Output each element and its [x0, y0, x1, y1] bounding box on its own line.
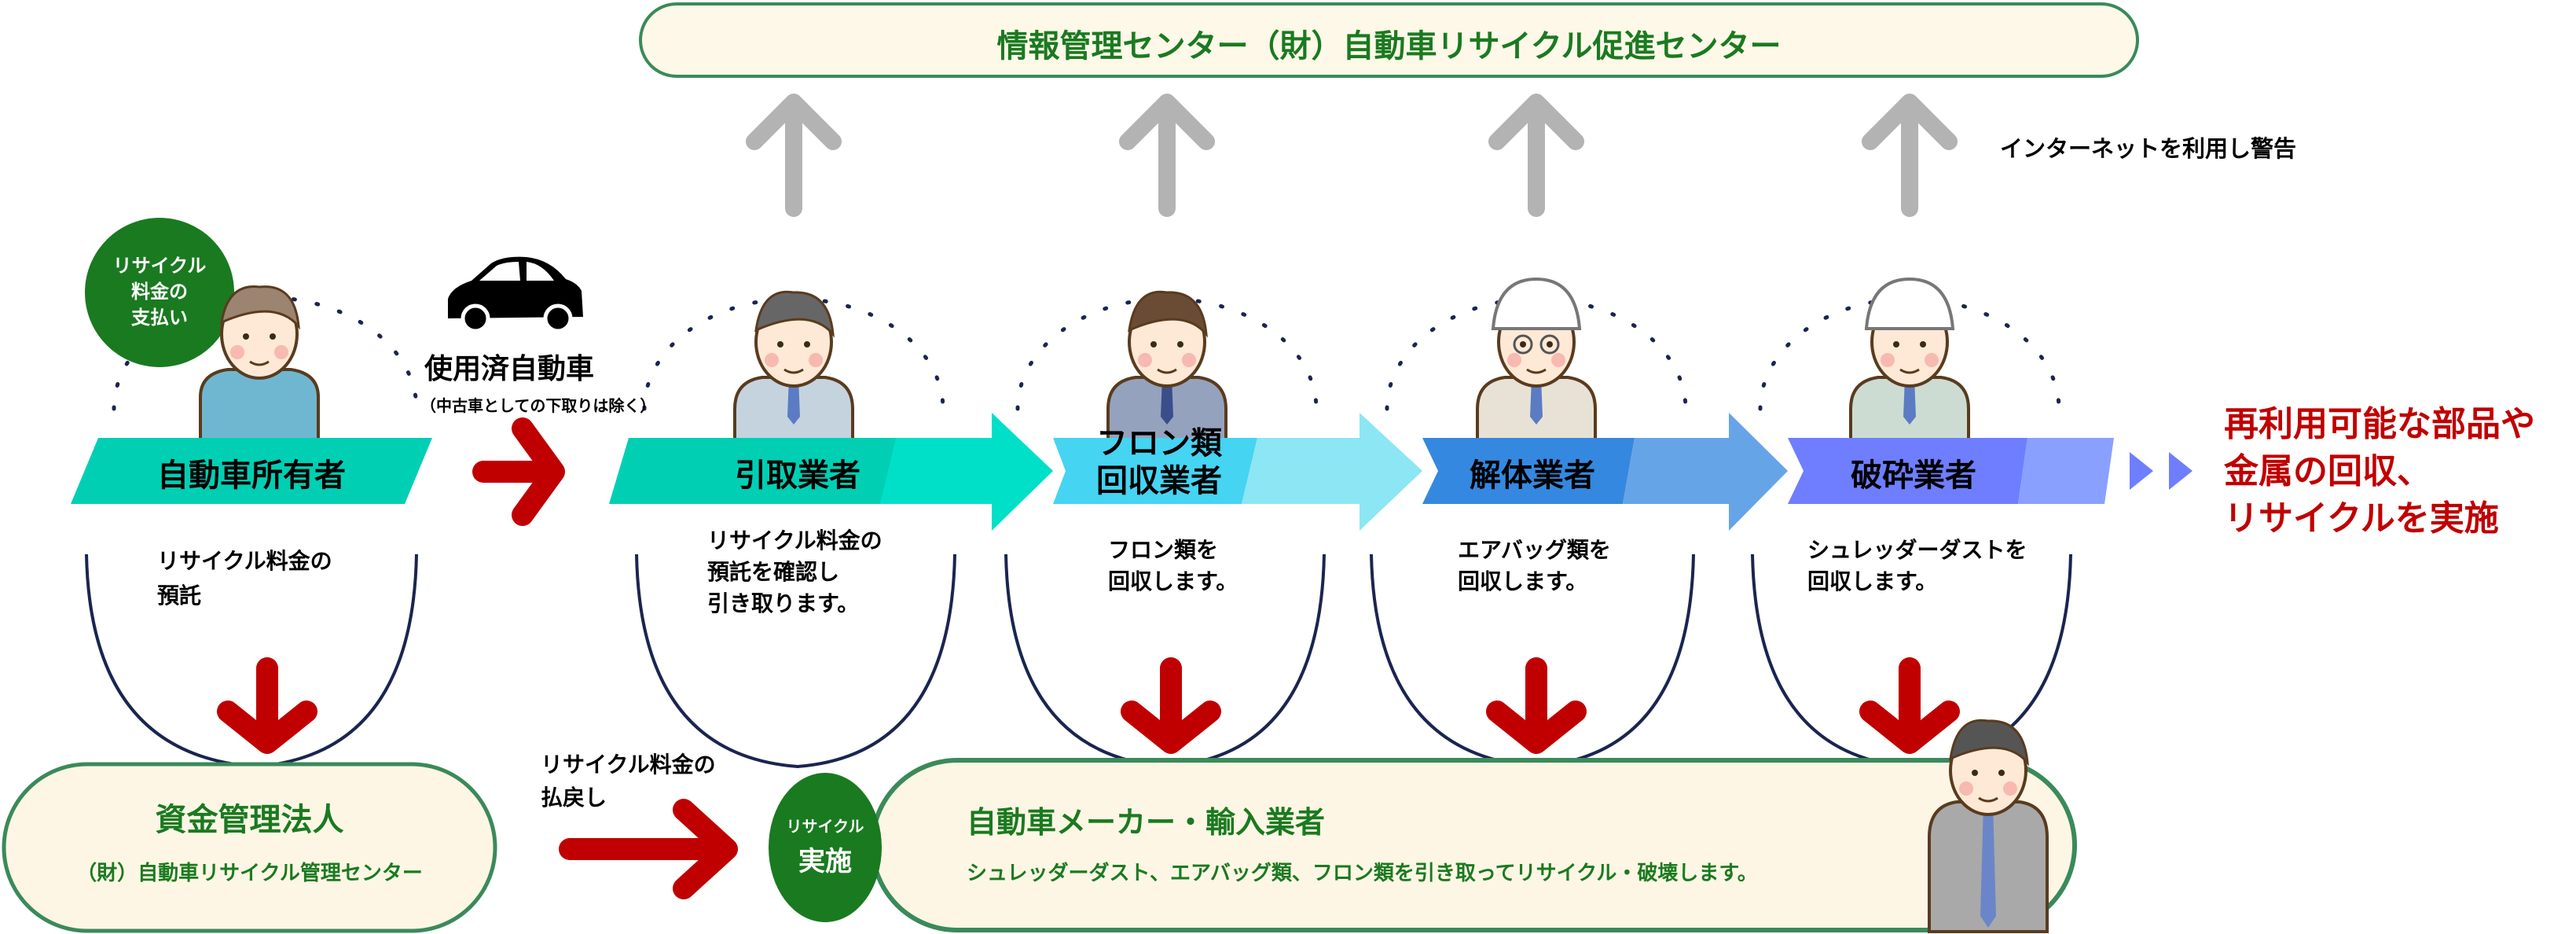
info-center-label: 情報管理センター（財）自動車リサイクル促進センター — [996, 28, 1782, 64]
dotted-arc — [642, 296, 945, 411]
band-tail — [2018, 438, 2114, 504]
step-label-dismantler: 解体業者 — [1470, 458, 1595, 494]
implement-badge — [769, 773, 882, 922]
dotted-arc — [1758, 296, 2061, 411]
desc-line: シュレッダーダストを — [1807, 537, 2027, 563]
badge-line: 料金の — [131, 281, 188, 303]
step-label-freon: フロン類 回収業者 — [1096, 425, 1222, 500]
collector-desc: リサイクル料金の 預託を確認し 引き取ります。 — [707, 525, 883, 620]
fund-manager-subtitle: （財）自動車リサイクル管理センター — [76, 862, 423, 885]
down-arrow-icon — [1121, 657, 1221, 754]
maker-desc: シュレッダーダスト、エアバッグ類、フロン類を引き取ってリサイクル・破壊します。 — [967, 862, 1758, 885]
info-center-box — [639, 2, 2139, 78]
freon-desc: フロン類を 回収します。 — [1108, 535, 1238, 598]
shredder-band — [1788, 438, 2027, 504]
up-arrow-icon — [1119, 94, 1215, 217]
dotted-arc — [1015, 296, 1319, 411]
down-arrow-icon — [1859, 657, 1960, 754]
desc-line: リサイクル料金の — [707, 528, 883, 553]
result-text: 再利用可能な部品や 金属の回収、 リサイクルを実施 — [2224, 401, 2535, 542]
desc-line: 回収します。 — [1458, 568, 1588, 594]
payment-badge — [85, 218, 234, 367]
collector-worker-icon — [733, 290, 854, 450]
desc-line: 引き取ります。 — [707, 590, 860, 616]
badge-line: 支払い — [131, 307, 188, 329]
car-owner-person-icon — [199, 285, 320, 442]
badge-line: リサイクル — [112, 255, 207, 277]
freon-worker-icon — [1106, 290, 1227, 450]
up-arrow-icon — [1862, 94, 1958, 217]
internet-note: インターネットを利用し警告 — [2000, 135, 2297, 162]
used-car-label: 使用済自動車 — [424, 353, 595, 385]
shredder-worker-icon — [1849, 277, 1970, 450]
label-line: 回収業者 — [1096, 463, 1222, 499]
description-bowl — [635, 553, 956, 769]
desc-line: 回収します。 — [1108, 568, 1238, 594]
refund-line: リサイクル料金の — [541, 752, 716, 778]
down-arrow-icon — [217, 657, 317, 754]
triangle-icon — [2169, 452, 2193, 490]
payment-badge-text: リサイクル 料金の 支払い — [85, 253, 234, 331]
triangle-icon — [2130, 452, 2153, 490]
desc-line: フロン類を — [1108, 537, 1219, 563]
result-line: リサイクルを実施 — [2224, 498, 2499, 539]
fund-manager-box — [2, 762, 497, 933]
car-icon — [448, 256, 583, 333]
desc-line: エアバッグ類を — [1458, 537, 1611, 563]
up-arrow-icon — [746, 94, 842, 217]
fund-manager-title: 資金管理法人 — [155, 802, 344, 838]
refund-label: リサイクル料金の 払戻し — [541, 748, 716, 814]
desc-line: 預託を確認し — [707, 559, 840, 585]
maker-box — [870, 758, 2077, 932]
step-label-collector: 引取業者 — [735, 458, 861, 494]
used-car-note: （中古車としての下取りは除く） — [420, 396, 656, 415]
dotted-arc — [1385, 296, 1688, 411]
label-line: フロン類 — [1096, 425, 1222, 461]
shredder-desc: シュレッダーダストを 回収します。 — [1807, 535, 2027, 598]
maker-staff-person-icon — [1928, 719, 2049, 933]
owner-desc: リサイクル料金の 預託 — [157, 544, 332, 613]
freon-band — [1053, 438, 1257, 504]
dismantler-worker-icon — [1476, 277, 1597, 450]
refund-arrow-icon — [559, 799, 738, 899]
implement-badge-line1: リサイクル — [786, 817, 864, 836]
band-arrowhead — [992, 413, 1053, 531]
up-arrow-icon — [1488, 94, 1584, 217]
band-arrowhead — [1360, 413, 1422, 531]
right-arrow-icon — [472, 417, 565, 526]
result-line: 再利用可能な部品や — [2224, 404, 2535, 444]
refund-line: 払戻し — [541, 785, 607, 811]
desc-line: 預託 — [157, 583, 202, 609]
desc-line: 回収します。 — [1807, 568, 1938, 594]
owner-band — [71, 438, 432, 504]
down-arrow-icon — [1486, 657, 1587, 754]
dismantler-band — [1422, 438, 1635, 504]
desc-line: リサイクル料金の — [157, 548, 332, 574]
maker-title: 自動車メーカー・輸入業者 — [967, 805, 1326, 840]
implement-badge-line2: 実施 — [798, 846, 852, 877]
result-line: 金属の回収、 — [2224, 451, 2431, 491]
band-arrowhead — [1729, 413, 1788, 531]
dismantler-desc: エアバッグ類を 回収します。 — [1458, 535, 1611, 598]
step-label-owner: 自動車所有者 — [157, 458, 346, 494]
step-label-shredder: 破砕業者 — [1851, 458, 1976, 494]
